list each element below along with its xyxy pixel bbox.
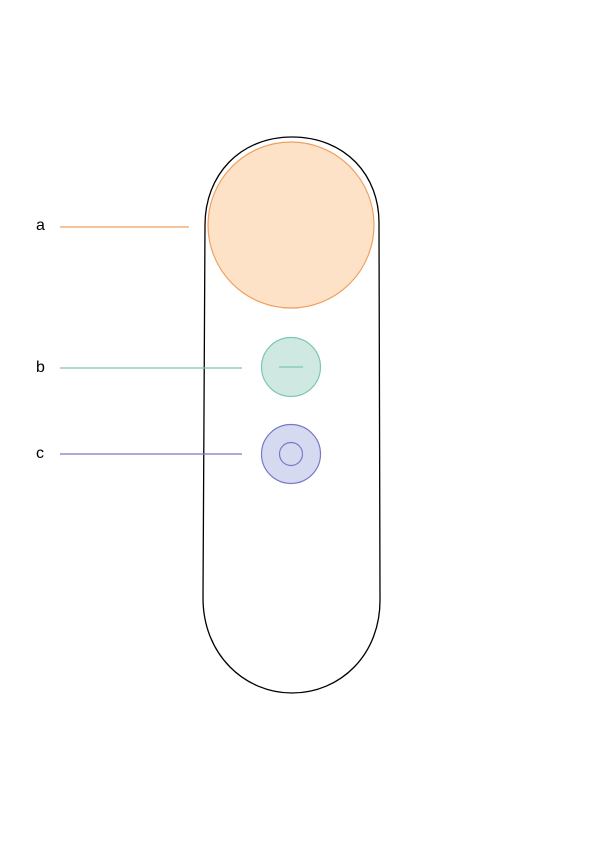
home-button: [260, 423, 322, 485]
callout-label-c: c: [36, 445, 44, 462]
controller-body: [202, 136, 381, 694]
home-button-circle: [260, 423, 322, 485]
callout-label-a: a: [36, 217, 45, 234]
touchpad-circle: [207, 141, 375, 309]
app-button: [260, 336, 322, 398]
callout-label-b: b: [36, 359, 45, 376]
ring-circle-icon: [278, 441, 304, 467]
